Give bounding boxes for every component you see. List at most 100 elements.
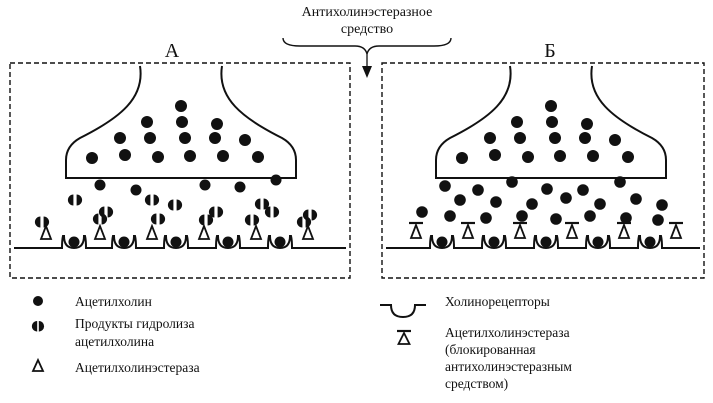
acetylcholine-molecule	[594, 198, 606, 210]
blocked-ache-enzyme	[617, 223, 631, 238]
blocked-acetylcholinesterase-b	[409, 223, 683, 238]
legend-ache-label: Ацетилхолинэстераза	[75, 360, 200, 375]
acetylcholine-molecule	[593, 237, 604, 248]
acetylcholine-molecule	[581, 118, 593, 130]
acetylcholine-molecule	[506, 176, 518, 188]
legend-blocked-label-line4: средством)	[445, 376, 508, 391]
acetylcholine-molecule	[489, 237, 500, 248]
acetylcholine-molecule	[176, 116, 188, 128]
acetylcholine-molecule	[171, 237, 182, 248]
ache-enzyme	[147, 226, 157, 239]
acetylcholine-molecule	[175, 100, 187, 112]
acetylcholine-molecule	[144, 132, 156, 144]
acetylcholine-molecule	[587, 150, 599, 162]
acetylcholine-molecule	[514, 132, 526, 144]
hydrolysis-product	[245, 215, 259, 226]
drug-label-line1: Антихолинэстеразное	[302, 5, 433, 20]
acetylcholine-molecule	[484, 132, 496, 144]
hydrolysis-product	[168, 200, 182, 211]
blocked-ache-enzyme	[409, 223, 423, 238]
acetylcholine-molecule	[645, 237, 656, 248]
legend-blocked-ache-icon	[397, 331, 411, 344]
legend: Ацетилхолин Продукты гидролиза ацетилхол…	[32, 294, 572, 391]
legend-blocked-label-line1: Ацетилхолинэстераза	[445, 325, 570, 340]
hydrolysis-product	[68, 195, 82, 206]
acetylcholine-molecule	[584, 210, 596, 222]
drug-arrow-head	[362, 66, 372, 78]
acetylcholine-molecule	[577, 184, 589, 196]
acetylcholine-molecule	[456, 152, 468, 164]
acetylcholine-molecule	[522, 151, 534, 163]
drug-annotation: Антихолинэстеразное средство	[283, 5, 451, 78]
ache-enzyme	[303, 226, 313, 239]
acetylcholine-molecule	[516, 210, 528, 222]
acetylcholine-molecule	[554, 150, 566, 162]
acetylcholine-molecule	[211, 118, 223, 130]
acetylcholine-molecule	[541, 237, 552, 248]
acetylcholine-molecule	[546, 116, 558, 128]
acetylcholine-molecule	[630, 193, 642, 205]
acetylcholine-molecule	[131, 185, 142, 196]
acetylcholine-molecule	[609, 134, 621, 146]
panel-b-label: Б	[544, 40, 555, 62]
acetylcholine-molecule	[223, 237, 234, 248]
acetylcholine-molecule	[95, 180, 106, 191]
blocked-ache-enzyme	[669, 223, 683, 238]
acetylcholine-molecule	[511, 116, 523, 128]
hydrolysis-product	[145, 195, 159, 206]
acetylcholine-molecule	[472, 184, 484, 196]
legend-blocked-label-line3: антихолинэстеразным	[445, 359, 572, 374]
acetylcholine-molecule	[614, 176, 626, 188]
acetylcholine-molecule	[209, 132, 221, 144]
ache-enzyme	[251, 226, 261, 239]
legend-acetylcholine-label: Ацетилхолин	[75, 294, 152, 309]
legend-hydrolysis-label-line1: Продукты гидролиза	[75, 316, 194, 331]
ache-enzyme	[41, 226, 51, 239]
acetylcholine-molecule	[152, 151, 164, 163]
blocked-ache-enzyme	[565, 223, 579, 238]
hydrolysis-product	[199, 215, 213, 226]
blocked-ache-enzyme	[513, 223, 527, 238]
acetylcholine-molecule	[217, 150, 229, 162]
acetylcholine-molecule	[549, 132, 561, 144]
legend-receptor-icon	[380, 305, 426, 317]
legend-hydrolysis-icon	[32, 321, 44, 332]
blocked-ache-enzyme	[461, 223, 475, 238]
acetylcholine-molecule	[541, 183, 553, 195]
legend-receptor-label: Холинорецепторы	[445, 294, 550, 309]
acetylcholine-molecule	[526, 198, 538, 210]
acetylcholine-molecule	[271, 175, 282, 186]
acetylcholine-molecule	[444, 210, 456, 222]
acetylcholine-molecule	[489, 149, 501, 161]
acetylcholine-molecule	[239, 134, 251, 146]
hydrolysis-product	[265, 207, 279, 218]
acetylcholine-molecule	[437, 237, 448, 248]
ache-enzyme	[199, 226, 209, 239]
acetylcholine-molecule	[545, 100, 557, 112]
drug-label-line2: средство	[341, 22, 393, 37]
acetylcholine-molecule	[550, 213, 562, 225]
ache-enzyme	[95, 226, 105, 239]
acetylcholine-molecule	[652, 214, 664, 226]
acetylcholine-molecule	[439, 180, 451, 192]
acetylcholine-molecule	[184, 150, 196, 162]
legend-hydrolysis-label-line2: ацетилхолина	[75, 334, 154, 349]
acetylcholine-molecule	[200, 180, 211, 191]
acetylcholine-molecule	[141, 116, 153, 128]
acetylcholine-molecule	[454, 194, 466, 206]
panel-a-label: А	[165, 40, 180, 62]
legend-blocked-label-line2: (блокированная	[445, 342, 536, 357]
legend-acetylcholine-icon	[33, 296, 43, 306]
acetylcholine-molecule	[480, 212, 492, 224]
acetylcholine-molecule	[119, 149, 131, 161]
acetylcholine-molecule	[235, 182, 246, 193]
legend-ache-icon	[33, 360, 43, 371]
drug-brace	[283, 38, 451, 54]
acetylcholine-molecule	[69, 237, 80, 248]
acetylcholine-molecule	[416, 206, 428, 218]
hydrolysis-product	[35, 217, 49, 228]
acetylcholine-molecule	[560, 192, 572, 204]
hydrolysis-products-a	[35, 175, 317, 228]
